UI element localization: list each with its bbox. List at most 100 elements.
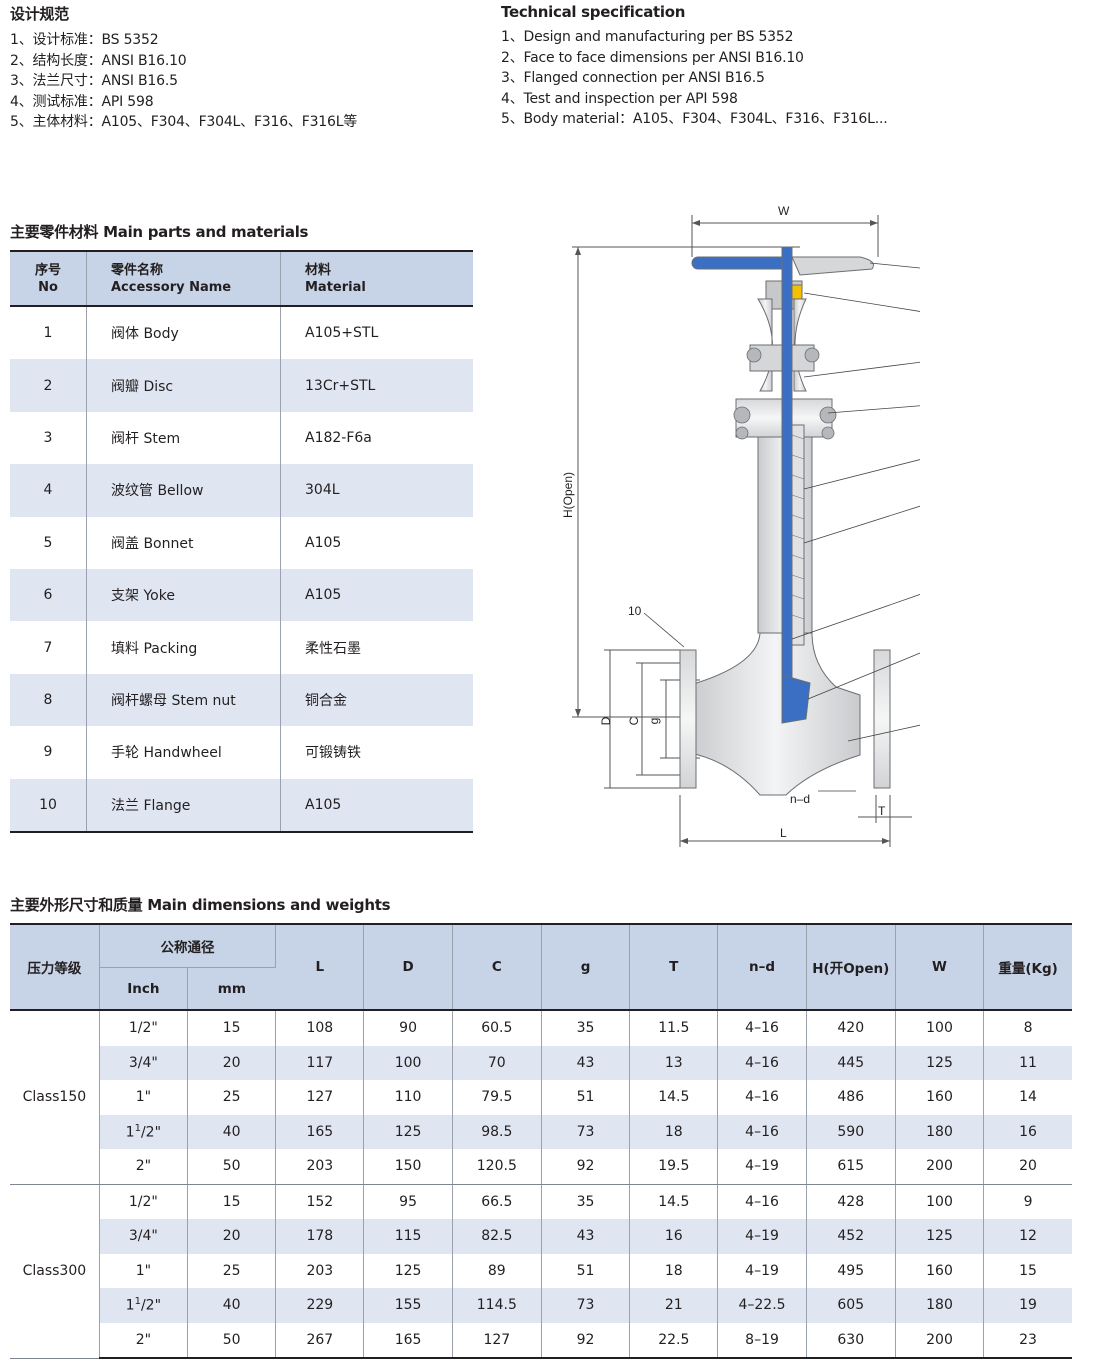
dims-title: 主要外形尺寸和质量 Main dimensions and weights: [10, 896, 391, 914]
en-spec-item: 5、Body material：A105、F304、F304L、F316、F31…: [501, 111, 888, 127]
dims-header-weight: 重量(Kg): [983, 924, 1072, 1011]
parts-cell-material: A105: [280, 568, 473, 622]
parts-cell-material: A105: [280, 778, 473, 833]
dims-cell-kg: 20: [983, 1149, 1072, 1185]
dims-cell-kg: 9: [1023, 1193, 1033, 1210]
dims-cell-d: 125: [363, 1114, 453, 1149]
en-spec-item: 2、Face to face dimensions per ANSI B16.1…: [501, 49, 804, 66]
cn-spec-item: 1、设计标准：BS 5352: [10, 32, 159, 48]
dims-cell-kg: 19: [983, 1288, 1072, 1323]
dims-cell-h: 590: [806, 1114, 896, 1149]
cn-spec-title: 设计规范: [10, 5, 69, 23]
dims-cell-g: 43: [541, 1045, 631, 1080]
left-flange: [679, 649, 697, 789]
dims-cell-l: 152: [275, 1184, 365, 1219]
dims-cell-nd: 4–16: [717, 1045, 807, 1080]
dims-cell-g: 73: [541, 1288, 631, 1323]
dims-cell-l: 229: [275, 1288, 365, 1323]
dims-cell-g: 51: [541, 1253, 631, 1288]
dims-cell-inch: 1": [99, 1253, 188, 1288]
dims-cell-c: 60.5: [452, 1010, 542, 1046]
dims-header-pressure: 压力等级: [10, 924, 100, 1011]
dims-cell-g: 43: [541, 1219, 631, 1254]
dims-cell-mm: 25: [187, 1253, 277, 1288]
dims-cell-c: 66.5: [452, 1184, 542, 1219]
dims-cell-d: 115: [363, 1219, 453, 1254]
dims-cell-c: 89: [452, 1253, 542, 1288]
dims-cell-nd: 4–16: [717, 1114, 807, 1149]
parts-cell-material: 304L: [280, 464, 473, 517]
right-flange: [873, 649, 891, 789]
dims-header-h: H(开Open): [806, 924, 896, 1011]
dims-header-t: T: [629, 924, 719, 1011]
dims-cell-h: 420: [806, 1010, 896, 1046]
dims-header-w: W: [895, 924, 985, 1011]
dims-cell-t: 22.5: [629, 1322, 719, 1359]
dims-cell-kg: 16: [983, 1114, 1072, 1149]
valve-body: [689, 632, 861, 796]
label-w: W: [778, 204, 790, 218]
label-h: H(Open): [561, 472, 575, 518]
dims-cell-d: 95: [363, 1184, 453, 1219]
dims-cell-g: 73: [541, 1114, 631, 1149]
dims-header-d: D: [363, 924, 453, 1011]
en-spec-item: 1、Design and manufacturing per BS 5352: [501, 29, 794, 45]
dims-cell-class: Class300: [10, 1184, 100, 1359]
dims-cell-c: 82.5: [452, 1219, 542, 1254]
dims-cell-inch: 11/2": [99, 1114, 188, 1149]
dims-cell-class: Class150: [10, 1010, 100, 1185]
dims-cell-l: 267: [275, 1322, 365, 1359]
dims-table: 压力等级 公称通径 L D C g T n–d H(开Open) W 重量(Kg…: [10, 923, 1072, 1359]
dims-cell-c: 98.5: [452, 1114, 542, 1149]
dims-cell-nd: 4–16: [717, 1184, 807, 1219]
dims-cell-inch: 1": [99, 1080, 188, 1115]
dims-cell-mm: 50: [187, 1322, 277, 1359]
dims-cell-h: 630: [806, 1322, 896, 1359]
dims-cell-inch: 1/2": [99, 1010, 188, 1046]
parts-cell-no: 10: [10, 778, 87, 833]
dims-cell-t: 14.5: [629, 1080, 719, 1115]
dims-cell-c: 79.5: [452, 1080, 542, 1115]
dims-cell-d: 100: [363, 1045, 453, 1080]
cn-spec-item: 4、测试标准：API 598: [10, 93, 154, 110]
dims-cell-inch: 1/2": [99, 1184, 188, 1219]
en-spec-list: 1、Design and manufacturing per BS 5352 2、…: [501, 27, 888, 130]
dims-cell-w: 160: [895, 1253, 985, 1288]
dims-cell-w: 200: [895, 1322, 985, 1359]
parts-cell-name: 阀杆螺母 Stem nut: [86, 673, 281, 727]
dims-cell-kg: 14: [1019, 1089, 1037, 1106]
dims-cell-inch: 2": [99, 1322, 188, 1359]
dims-cell-g: 51: [541, 1080, 631, 1115]
dims-cell-mm: 40: [187, 1114, 277, 1149]
cn-spec-item: 5、主体材料：A105、F304、F304L、F316、F316L等: [10, 114, 358, 130]
parts-cell-no: 3: [10, 411, 87, 465]
en-spec-item: 3、Flanged connection per ANSI B16.5: [501, 70, 765, 86]
dims-cell-kg: 12: [983, 1219, 1072, 1254]
dims-cell-l: 203: [275, 1253, 365, 1288]
dims-cell-nd: 4–19: [717, 1219, 807, 1254]
dims-cell-mm: 20: [187, 1045, 277, 1080]
parts-cell-no: 7: [10, 621, 87, 674]
dims-header-nominal: 公称通径: [99, 924, 277, 968]
dims-cell-h: 428: [806, 1184, 896, 1219]
dims-cell-t: 16: [629, 1219, 719, 1254]
dims-cell-l: 108: [275, 1010, 365, 1046]
dims-cell-w: 100: [895, 1184, 985, 1219]
en-spec-title: Technical specification: [501, 3, 686, 21]
dims-cell-t: 13: [629, 1045, 719, 1080]
dims-cell-t: 18: [629, 1253, 719, 1288]
dims-header-g: g: [541, 924, 631, 1011]
